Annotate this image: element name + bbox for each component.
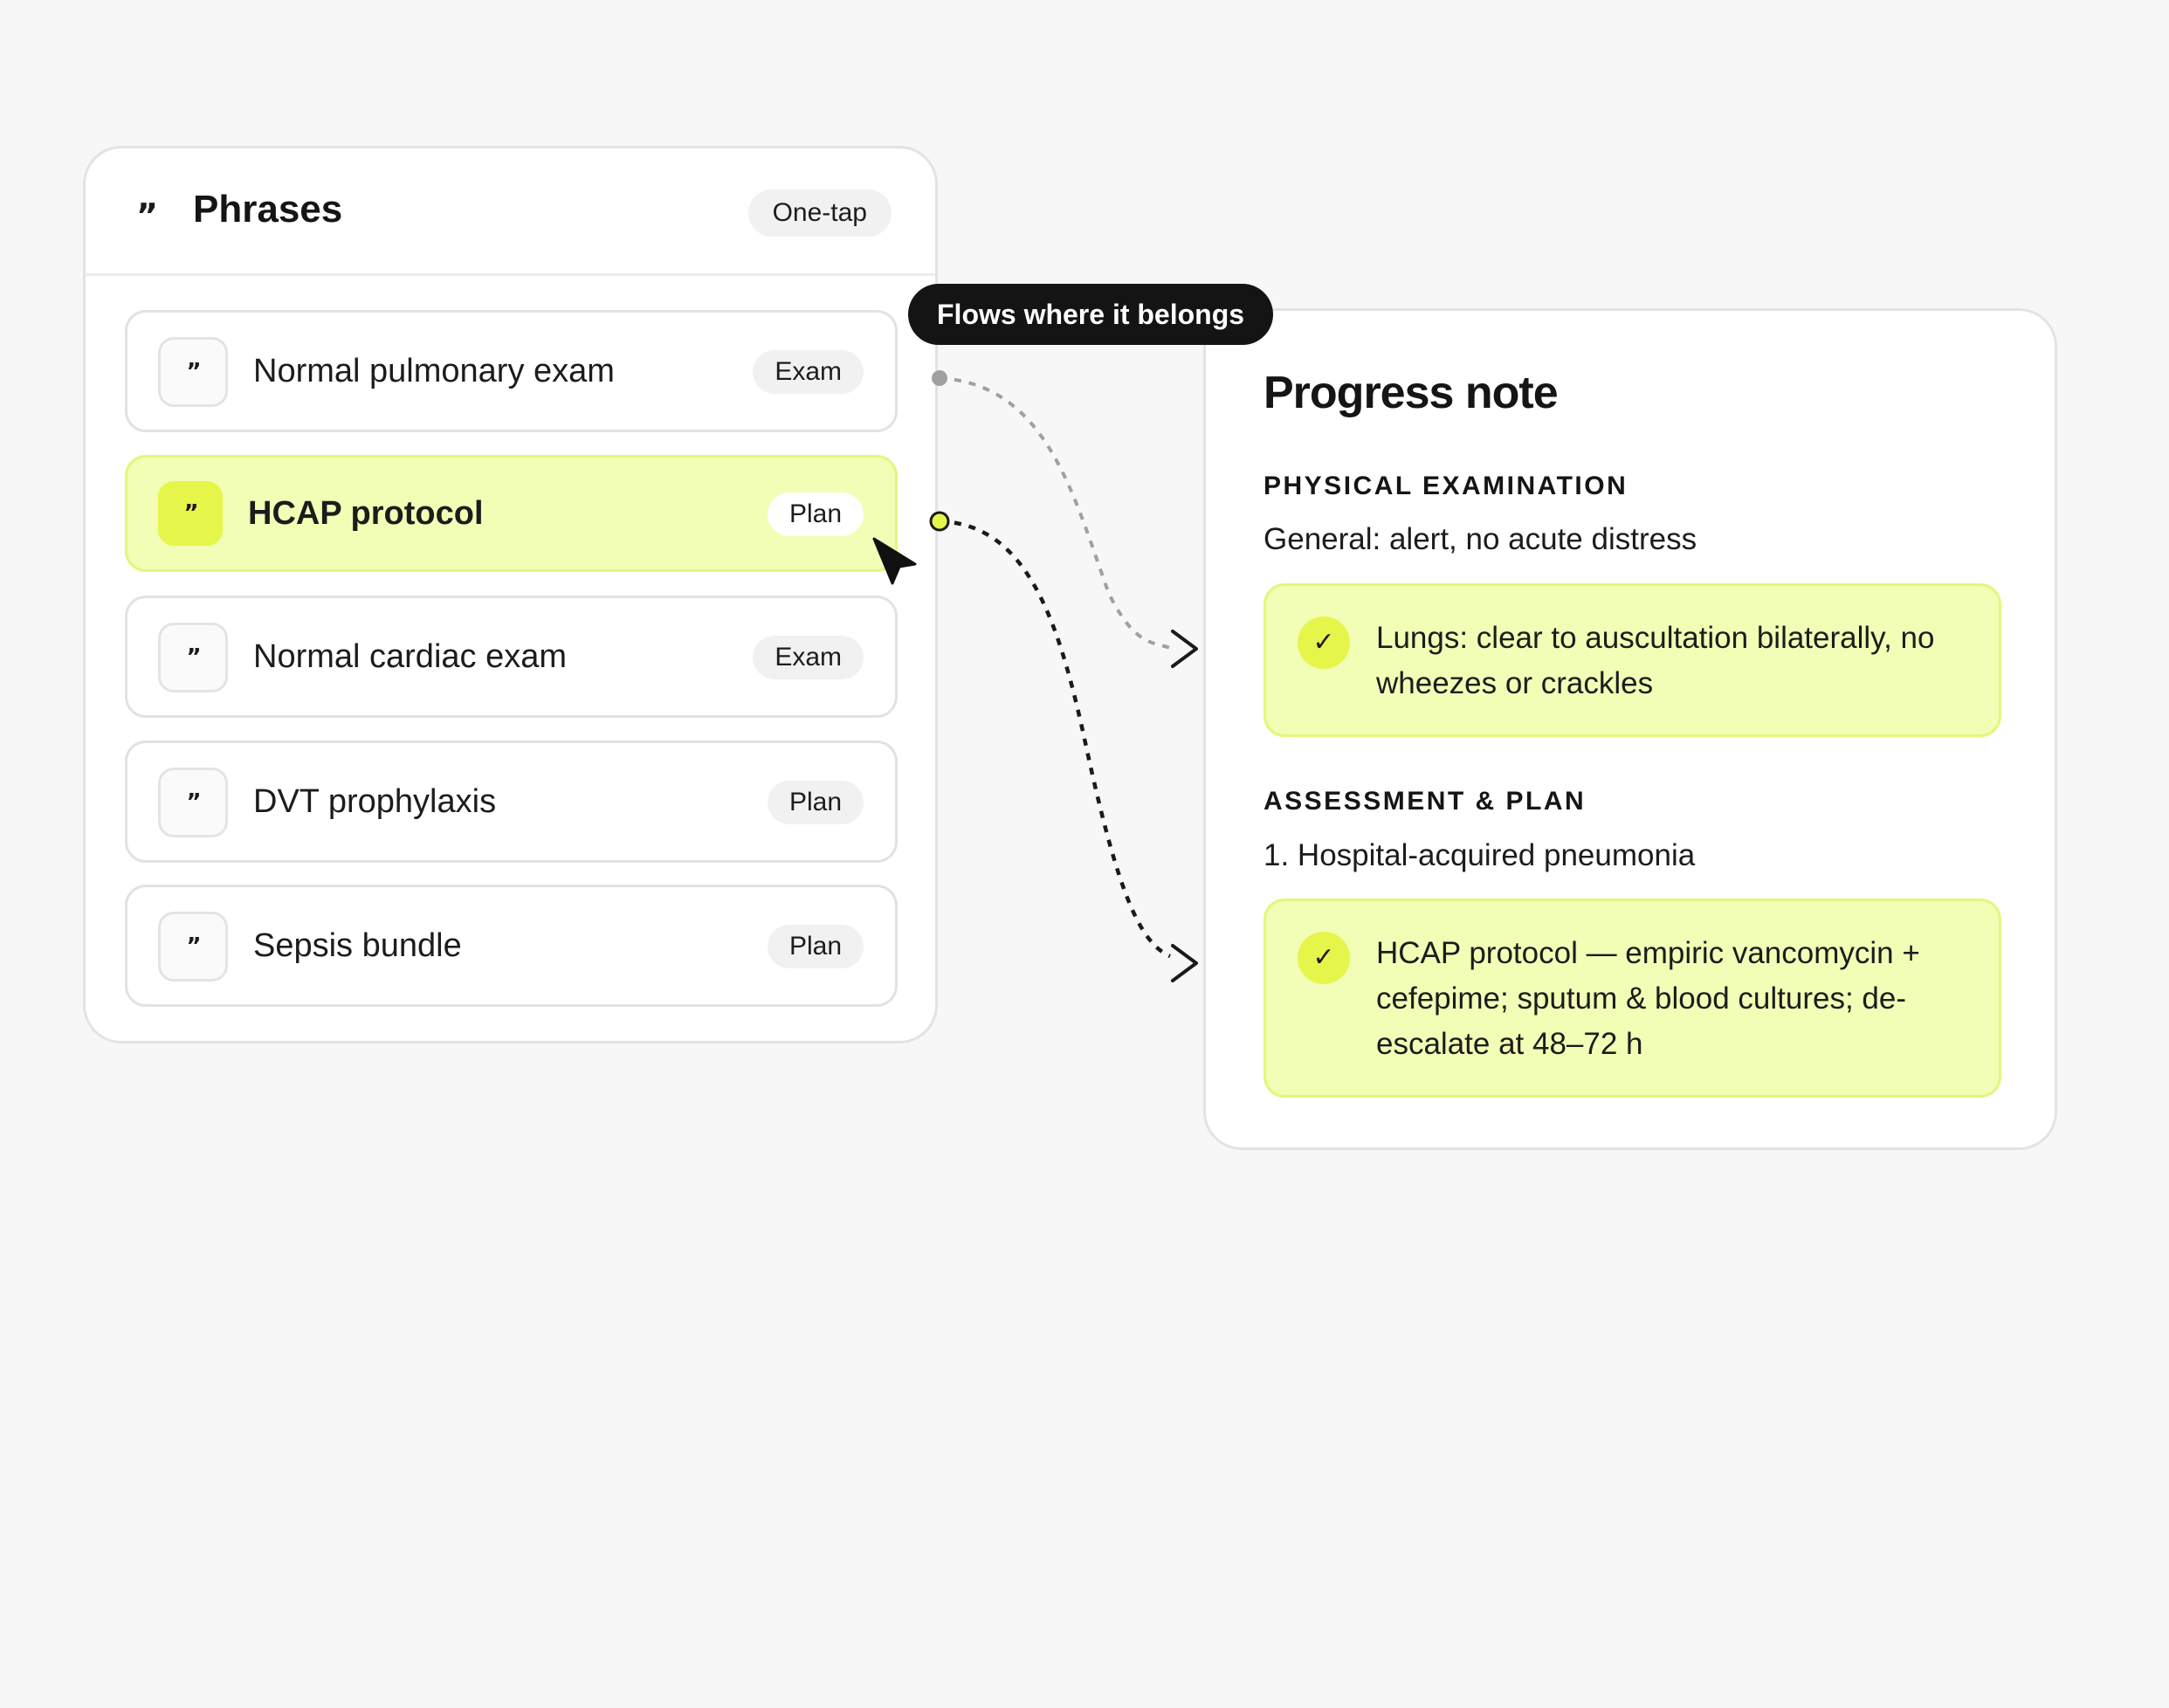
phrase-item-normal-cardiac-exam[interactable]: ” Normal cardiac exam Exam <box>125 596 898 718</box>
phrase-item-hcap-protocol[interactable]: ” HCAP protocol Plan <box>125 455 898 572</box>
inserted-phrase-hcap: ✓ HCAP protocol — empiric vancomycin + c… <box>1264 899 2001 1098</box>
category-tag: Plan <box>767 781 864 824</box>
note-title: Progress note <box>1264 368 1559 418</box>
inserted-phrase-lungs: ✓ Lungs: clear to auscultation bilateral… <box>1264 583 2001 737</box>
connector-arrowhead <box>1171 630 1198 668</box>
quote-icon: ” <box>136 196 158 235</box>
section-line: General: alert, no acute distress <box>1264 522 1697 556</box>
inserted-text: HCAP protocol — empiric vancomycin + cef… <box>1376 936 1920 1061</box>
quote-icon: ” <box>158 337 228 407</box>
check-icon: ✓ <box>1298 932 1350 984</box>
phrase-label: Normal cardiac exam <box>253 638 567 675</box>
phrase-label: Sepsis bundle <box>253 927 462 964</box>
phrase-label: Normal pulmonary exam <box>253 353 615 389</box>
one-tap-badge: One-tap <box>747 189 892 237</box>
phrases-header: ” Phrases One-tap <box>86 148 935 276</box>
phrase-item-dvt-prophylaxis[interactable]: ” DVT prophylaxis Plan <box>125 740 898 863</box>
quote-icon: ” <box>158 481 223 546</box>
phrase-label: DVT prophylaxis <box>253 783 497 820</box>
check-icon: ✓ <box>1298 616 1350 669</box>
phrases-panel: ” Phrases One-tap ” Normal pulmonary exa… <box>83 146 938 1043</box>
category-tag: Exam <box>753 636 864 679</box>
connector-hcap <box>939 519 1171 959</box>
category-tag: Plan <box>767 492 864 536</box>
quote-icon: ” <box>158 623 228 692</box>
quote-icon: ” <box>158 768 228 837</box>
connector-arrowhead <box>1171 944 1198 982</box>
section-heading-physical-examination: PHYSICAL EXAMINATION <box>1264 472 1628 500</box>
section-line: 1. Hospital-acquired pneumonia <box>1264 838 1696 872</box>
panel-title: Phrases <box>193 188 343 231</box>
category-tag: Plan <box>767 925 864 968</box>
section-heading-assessment-plan: ASSESSMENT & PLAN <box>1264 787 1587 816</box>
phrase-label: HCAP protocol <box>248 495 484 532</box>
progress-note-panel: Progress note PHYSICAL EXAMINATION Gener… <box>1203 308 2057 1150</box>
quote-icon: ” <box>158 912 228 981</box>
category-tag: Exam <box>753 350 864 394</box>
phrase-item-normal-pulmonary-exam[interactable]: ” Normal pulmonary exam Exam <box>125 310 898 432</box>
phrase-item-sepsis-bundle[interactable]: ” Sepsis bundle Plan <box>125 885 898 1007</box>
connector-pulmonary <box>939 376 1171 650</box>
flow-tooltip: Flows where it belongs <box>908 284 1274 345</box>
inserted-text: Lungs: clear to auscultation bilaterally… <box>1376 621 1935 700</box>
